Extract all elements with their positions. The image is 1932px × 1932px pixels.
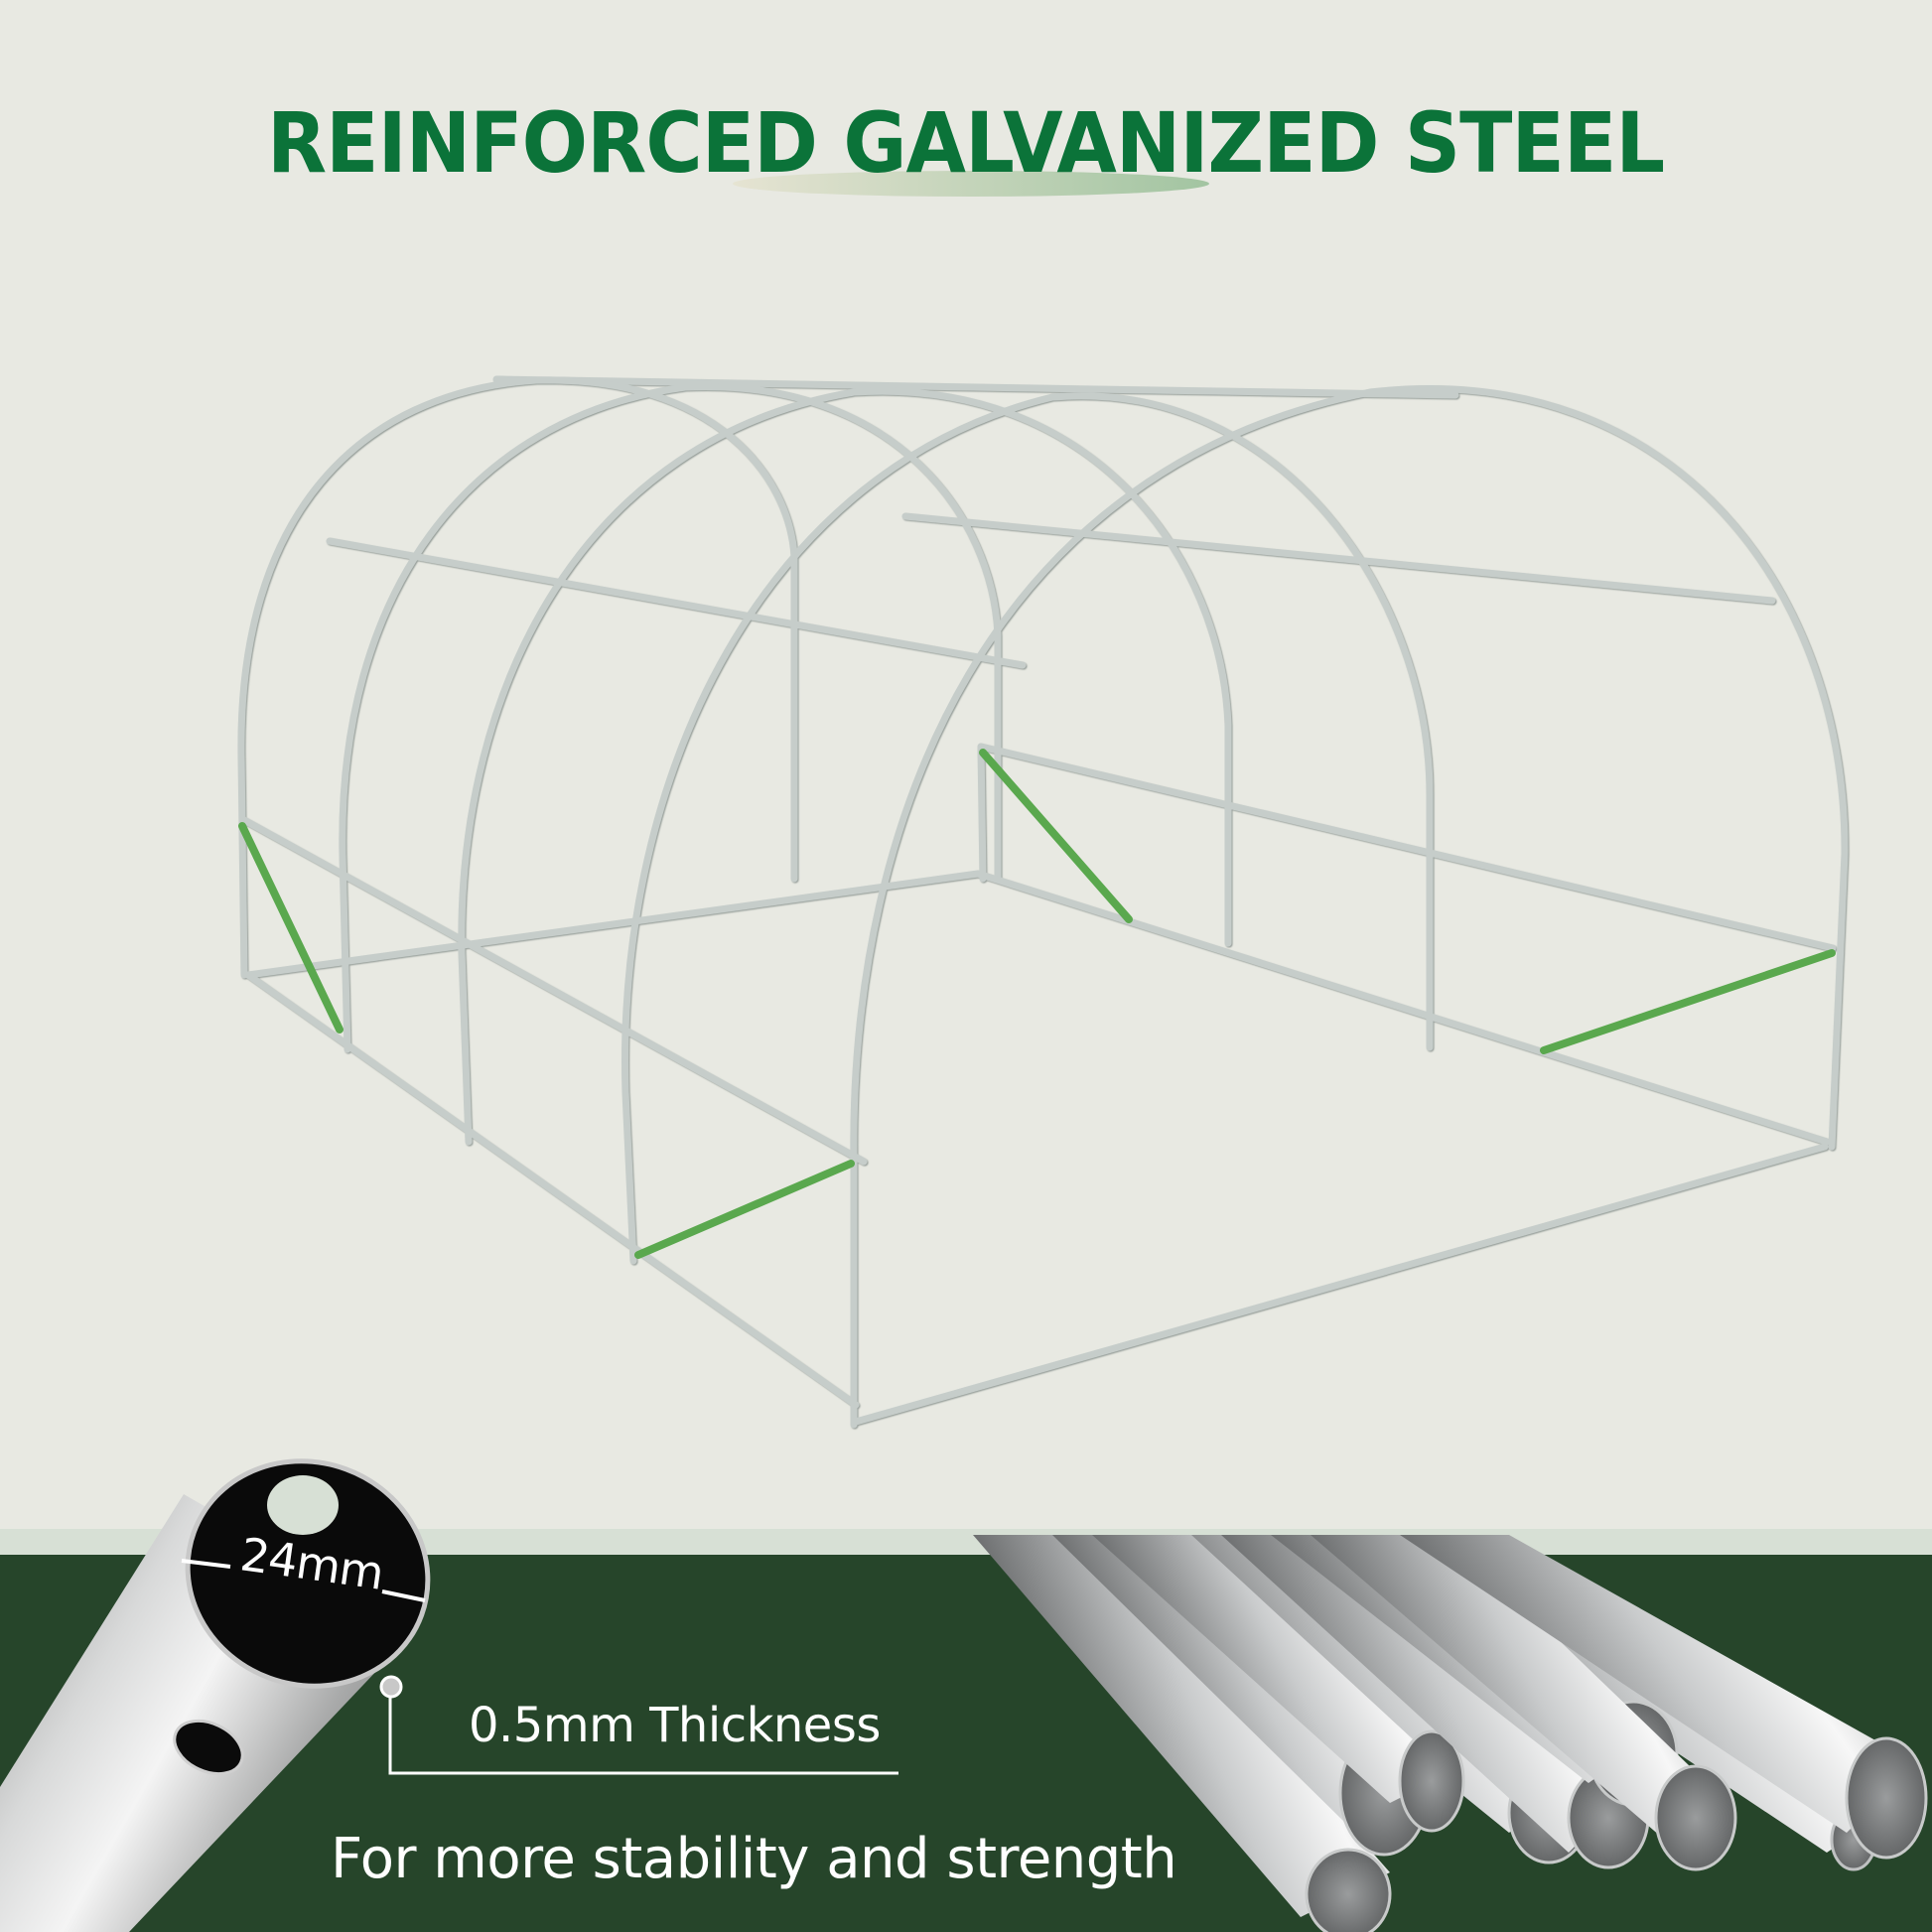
pipe-top-hole: [267, 1475, 339, 1535]
left-upper-purlin: [326, 537, 1027, 669]
left-base-rail: [244, 971, 860, 1409]
right-lower-purlin: [977, 743, 1837, 952]
diameter-line-left: [181, 1559, 231, 1569]
thickness-label: 0.5mm Thickness: [469, 1698, 881, 1753]
tube-group: [973, 1535, 1928, 1932]
back-post: [977, 743, 987, 883]
thickness-callout-line: [388, 1698, 898, 1775]
tagline: For more stability and strength: [331, 1827, 1177, 1891]
pipe-end-opening: [185, 1458, 431, 1689]
tube-center: [1221, 1535, 1628, 1853]
header: REINFORCED GALVANIZED STEEL: [0, 94, 1932, 192]
pipe-cross-section-illustration: [0, 1458, 898, 1932]
tube-center-right: [1311, 1535, 1718, 1843]
ridge-pole: [492, 375, 1459, 399]
right-base-rail: [974, 870, 1831, 1146]
hoop-3: [458, 387, 1232, 1146]
front-base-rail: [852, 1143, 1829, 1426]
brace-back-right: [979, 749, 1133, 923]
greenhouse-frame-illustration: [237, 375, 1849, 1429]
hoop-4: [621, 392, 1434, 1265]
back-base-rail: [244, 870, 982, 979]
tube-left-top: [1052, 1535, 1420, 1823]
brace-left-rear: [238, 822, 344, 1034]
brace-left-front: [634, 1160, 855, 1259]
hoop-5-front: [850, 385, 1849, 1429]
left-lower-purlin: [238, 815, 868, 1166]
diagonal-braces: [238, 749, 1836, 1259]
thickness-callout-dot: [379, 1675, 403, 1699]
tube-left-behind: [1092, 1535, 1449, 1803]
page-title: REINFORCED GALVANIZED STEEL: [267, 94, 1665, 192]
pipe-side-hole: [173, 1719, 244, 1776]
title-underline-glow: [733, 171, 1209, 197]
hoop-1: [237, 376, 798, 979]
brace-right-front: [1540, 949, 1836, 1054]
diameter-line-right: [381, 1589, 426, 1602]
right-upper-purlin: [901, 512, 1776, 605]
tube-bottom-left: [973, 1535, 1390, 1917]
steel-tubes-bundle-illustration: [973, 1535, 1928, 1932]
tube-right-front: [1400, 1535, 1916, 1833]
